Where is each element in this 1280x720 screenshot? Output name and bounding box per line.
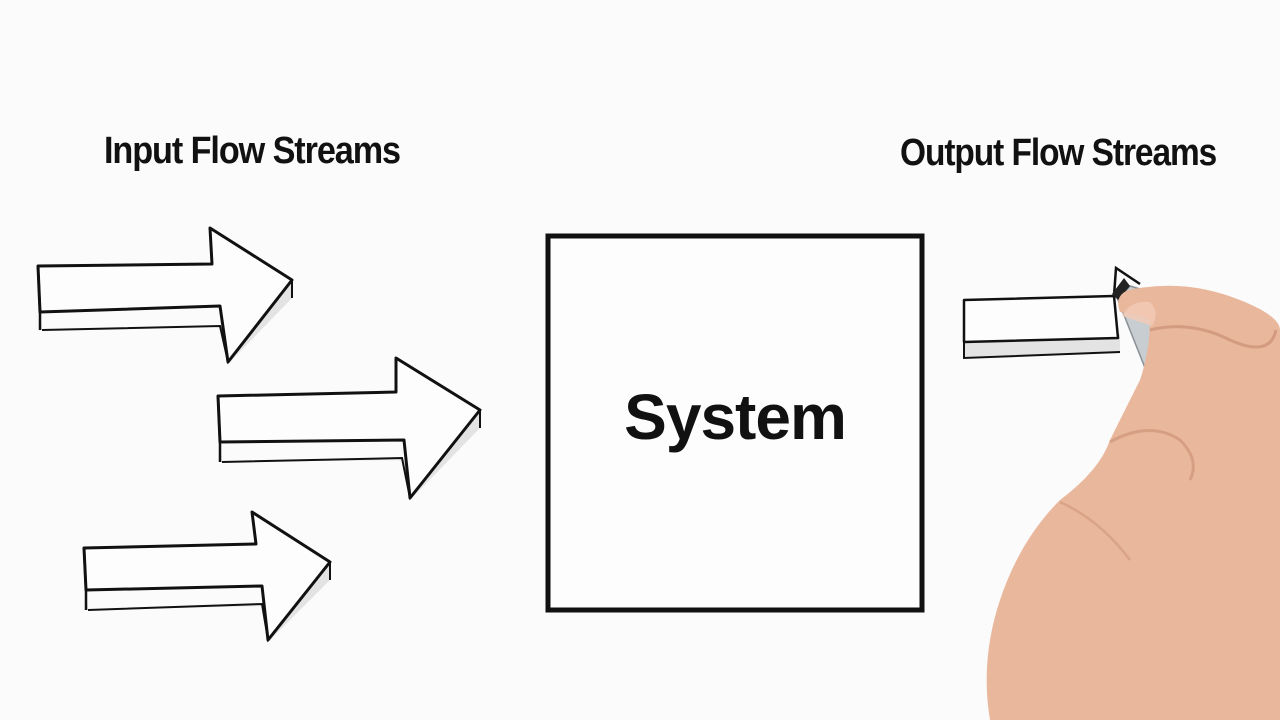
input-arrow-1 [36,226,294,365]
input-arrow-2 [216,356,482,501]
output-arrow [962,265,1141,360]
system-label: System [624,381,847,453]
output-flow-heading: Output Flow Streams [900,132,1217,174]
input-arrow-3 [82,510,332,643]
input-flow-heading: Input Flow Streams [104,130,401,172]
system-box [545,233,925,613]
hand-with-marker-icon [986,278,1280,720]
